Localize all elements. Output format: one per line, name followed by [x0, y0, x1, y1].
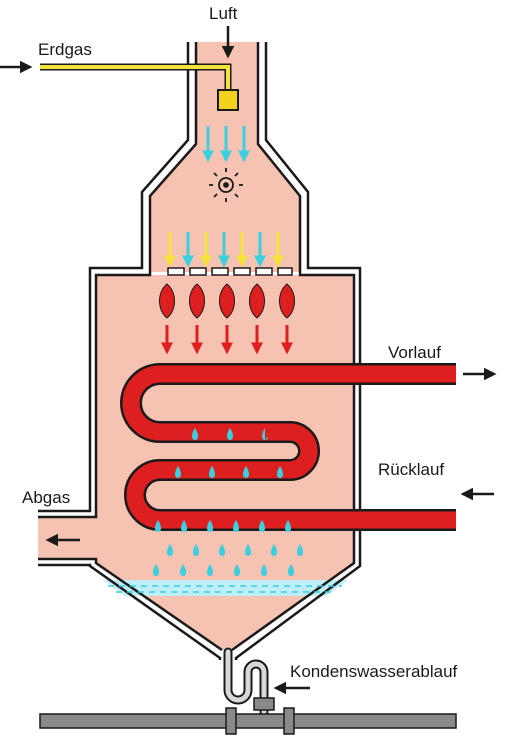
- water-drop-icon: [277, 466, 283, 478]
- hot-gas-arrows: [161, 325, 293, 355]
- water-ripples: [108, 585, 342, 593]
- water-drop-icon: [192, 428, 198, 440]
- water-drop-icon: [271, 544, 277, 556]
- water-drop-icon: [288, 564, 294, 576]
- water-drop-icon: [181, 520, 187, 532]
- condensate-drops: [153, 428, 303, 576]
- water-drop-icon: [219, 544, 225, 556]
- flame-icon: [279, 283, 295, 319]
- water-drop-icon: [175, 466, 181, 478]
- flame-icon: [159, 283, 175, 319]
- flame-icon: [219, 283, 235, 319]
- fan-icon: [209, 168, 243, 202]
- flames: [159, 283, 295, 319]
- water-drop-icon: [233, 520, 239, 532]
- water-drop-icon: [153, 564, 159, 576]
- water-drop-icon: [209, 466, 215, 478]
- return-label: Rücklauf: [378, 460, 444, 479]
- exhaust-label: Abgas: [22, 488, 70, 507]
- condensate-drain: [223, 647, 269, 717]
- air-label: Luft: [209, 4, 238, 23]
- water-drop-icon: [234, 564, 240, 576]
- supply-label: Vorlauf: [388, 343, 441, 362]
- flame-icon: [189, 283, 205, 319]
- water-drop-icon: [297, 544, 303, 556]
- drain-pipe: [39, 697, 457, 735]
- mix-arrows: [164, 232, 284, 268]
- heat-exchanger-coil: [120, 363, 456, 531]
- gas-label: Erdgas: [38, 40, 92, 59]
- gas-line: [40, 63, 239, 111]
- water-drop-icon: [193, 544, 199, 556]
- boiler-walls: [38, 42, 362, 660]
- water-drop-icon: [180, 564, 186, 576]
- water-drop-icon: [262, 428, 268, 440]
- water-drop-icon: [243, 466, 249, 478]
- water-drop-icon: [261, 564, 267, 576]
- water-drop-icon: [245, 544, 251, 556]
- water-drop-icon: [155, 520, 161, 532]
- gas-nozzle: [217, 89, 239, 111]
- air-flow-arrows: [202, 126, 250, 163]
- burner-plate: [167, 267, 293, 276]
- condensate-label: Kondenswasserablauf: [290, 662, 458, 681]
- water-drop-icon: [259, 520, 265, 532]
- flame-icon: [249, 283, 265, 319]
- water-drop-icon: [207, 520, 213, 532]
- water-drop-icon: [167, 544, 173, 556]
- water-drop-icon: [227, 428, 233, 440]
- water-drop-icon: [285, 520, 291, 532]
- water-drop-icon: [207, 564, 213, 576]
